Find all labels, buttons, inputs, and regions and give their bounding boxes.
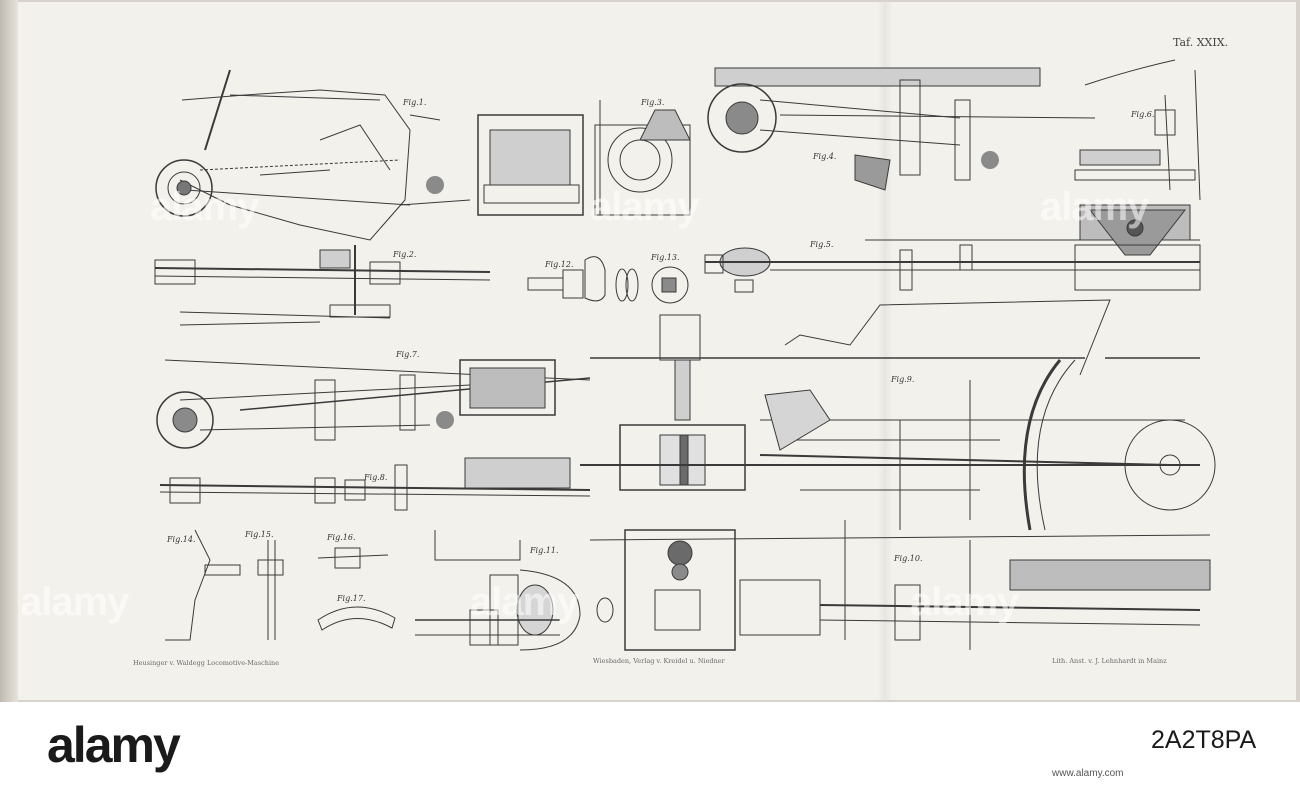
binding-edge: [0, 0, 18, 702]
fig11-label: Fig.11.: [530, 546, 559, 555]
fig15-label: Fig.15.: [245, 530, 274, 539]
fig6-drawing: [1074, 59, 1201, 201]
alamy-logo[interactable]: alamy: [47, 717, 181, 773]
fig2-label: Fig.2.: [393, 250, 417, 259]
fig5-drawing: [704, 204, 1201, 293]
fig2-drawing: [154, 245, 491, 326]
fig7-drawing: [156, 359, 591, 449]
imprint-right: Lith. Anst. v. J. Lehnhardt in Mainz: [1052, 657, 1167, 665]
stock-footer: [0, 702, 1300, 791]
imprint-center: Wiesbaden, Verlag v. Kreidel u. Niedner: [593, 657, 725, 665]
fig14-17-drawing: [165, 529, 396, 641]
fig3-label: Fig.3.: [641, 98, 665, 107]
plate-number: Taf. XXIX.: [1173, 36, 1229, 49]
fig7-label: Fig.7.: [396, 350, 420, 359]
watermark: alamy: [1040, 185, 1149, 229]
watermark: alamy: [150, 185, 259, 229]
watermark: alamy: [910, 580, 1019, 624]
fig10-label: Fig.10.: [894, 554, 923, 563]
fig12-13-drawing: [527, 256, 689, 304]
fig8-label: Fig.8.: [364, 473, 388, 482]
fig4-drawing: [707, 67, 1096, 191]
fig1-label: Fig.1.: [403, 98, 427, 107]
fig4-label: Fig.4.: [813, 152, 837, 161]
fig13-label: Fig.13.: [651, 253, 680, 262]
fig6-label: Fig.6.: [1131, 110, 1155, 119]
watermark: alamy: [470, 580, 579, 624]
fig9-label: Fig.9.: [891, 375, 915, 384]
fig10-drawing: [589, 520, 1211, 651]
fig11-drawing: [415, 530, 581, 651]
image-id: 2A2T8PA: [1151, 726, 1257, 754]
fig16-label: Fig.16.: [327, 533, 356, 542]
technical-drawings: [154, 59, 1216, 651]
fig3-drawing: [477, 100, 691, 216]
fig14-label: Fig.14.: [167, 535, 196, 544]
fig1-drawing: [155, 69, 471, 241]
site-url[interactable]: www.alamy.com: [1052, 768, 1124, 779]
fig8-drawing: [159, 457, 591, 511]
fig12-label: Fig.12.: [545, 260, 574, 269]
fig9-drawing: [580, 299, 1216, 531]
fig5-label: Fig.5.: [810, 240, 834, 249]
watermark: alamy: [20, 580, 129, 624]
fig17-label: Fig.17.: [337, 594, 366, 603]
imprint-left: Heusinger v. Waldegg Locomotive-Maschine: [133, 659, 280, 667]
watermark: alamy: [590, 185, 699, 229]
